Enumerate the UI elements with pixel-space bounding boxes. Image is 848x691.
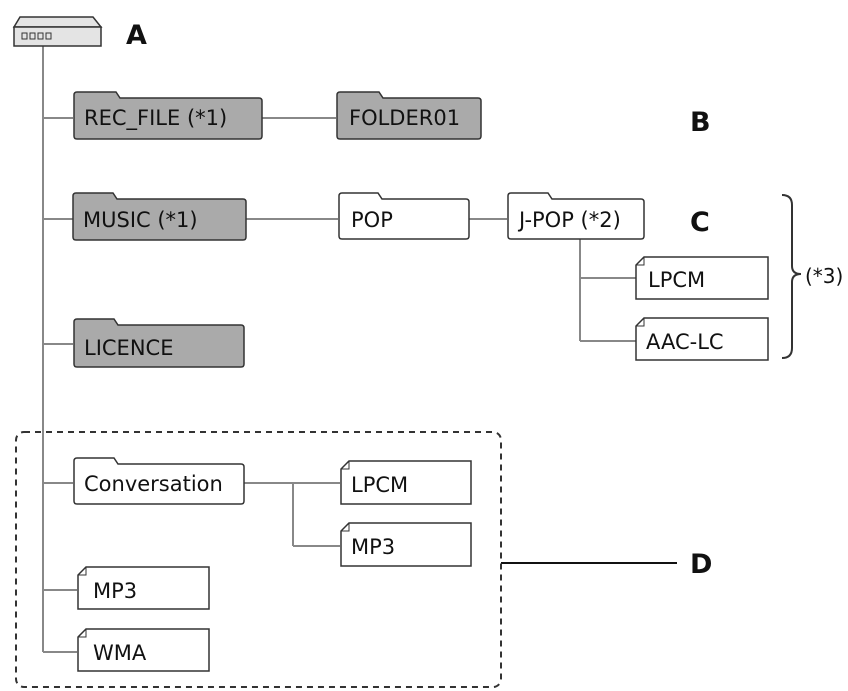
folder-pop: POP: [338, 192, 470, 240]
file-jpop-aaclc: AAC-LC: [635, 317, 769, 361]
recorder-device-icon: [12, 16, 103, 47]
folder-folder01-label: FOLDER01: [349, 106, 460, 130]
file-conv-lpcm: LPCM: [340, 460, 472, 505]
file-jpop-lpcm-label: LPCM: [648, 268, 705, 292]
folder-licence: LICENCE: [73, 318, 245, 368]
file-jpop-lpcm: LPCM: [635, 256, 769, 300]
file-root-wma: WMA: [77, 628, 210, 672]
folder-rec-file: REC_FILE (*1): [73, 91, 263, 140]
callout-d: D: [690, 549, 712, 580]
file-conv-mp3-label: MP3: [351, 535, 395, 559]
connector-lines: [42, 45, 636, 653]
folder-music: MUSIC (*1): [72, 192, 247, 241]
group-d-box: [15, 431, 502, 688]
file-root-mp3: MP3: [77, 566, 210, 610]
file-conv-mp3: MP3: [340, 522, 472, 567]
file-root-wma-label: WMA: [93, 641, 147, 665]
brace-note-3: [781, 194, 802, 359]
callout-c: C: [690, 207, 710, 238]
folder-rec-file-label: REC_FILE (*1): [84, 106, 227, 131]
note-3-label: (*3): [805, 264, 843, 288]
file-root-mp3-label: MP3: [93, 579, 137, 603]
folder-music-label: MUSIC (*1): [83, 208, 198, 232]
file-conv-lpcm-label: LPCM: [351, 473, 408, 497]
folder-conversation: Conversation: [73, 457, 245, 505]
folder-conversation-label: Conversation: [84, 472, 223, 496]
folder-folder01: FOLDER01: [336, 91, 482, 140]
folder-licence-label: LICENCE: [84, 336, 173, 360]
callout-a: A: [126, 20, 147, 51]
callout-b: B: [690, 107, 711, 138]
file-jpop-aaclc-label: AAC-LC: [646, 330, 724, 354]
folder-pop-label: POP: [351, 208, 393, 232]
folder-jpop-label: J-POP (*2): [517, 208, 621, 232]
folder-jpop: J-POP (*2): [507, 192, 645, 240]
